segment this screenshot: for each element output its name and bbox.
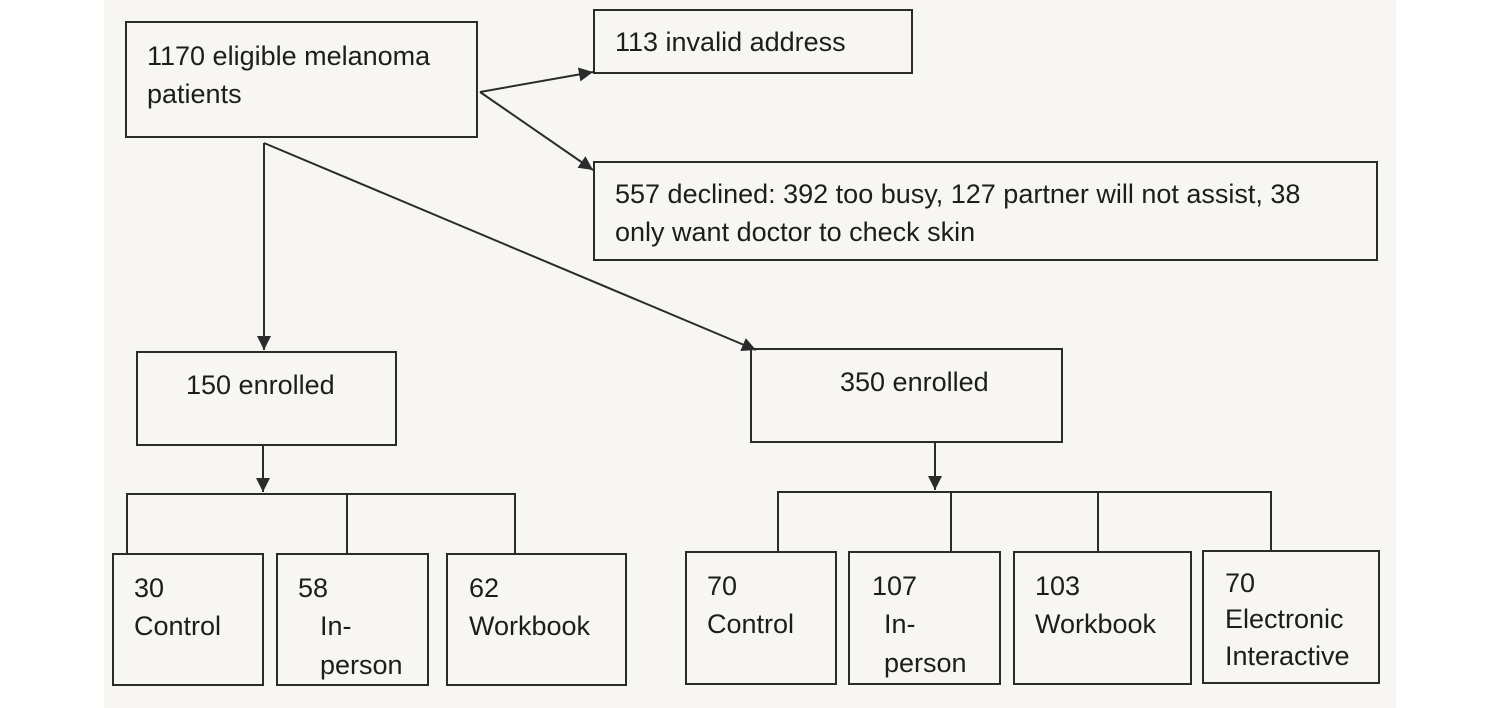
enrolled-150-box: 150 enrolled [136, 351, 397, 446]
arrow-to-350-enrolled [263, 142, 757, 352]
group-150-workbook: 62 Workbook [446, 553, 627, 686]
enrolled-150-label: 150 enrolled [186, 370, 335, 400]
group-count: 107 [872, 571, 918, 601]
invalid-address-box: 113 invalid address [593, 9, 913, 74]
enrolled-350-label: 350 enrolled [840, 367, 989, 397]
enrolled-350-box: 350 enrolled [750, 348, 1063, 443]
group-count: 30 [134, 573, 165, 603]
group-name: In- person [320, 611, 403, 680]
group-350-control: 70 Control [685, 551, 837, 685]
group-name: Control [134, 611, 222, 642]
invalid-address-label: 113 invalid address [615, 27, 846, 57]
group-350-inperson: 107 In- person [848, 551, 1001, 685]
group-350-electronic-interactive: 70 Electronic Interactive [1202, 550, 1380, 684]
group-count: 103 [1035, 571, 1081, 601]
group-name: Workbook [1035, 609, 1157, 640]
group-name: Workbook [469, 611, 591, 642]
group-150-control: 30 Control [112, 553, 264, 686]
declined-label: 557 declined: 392 too busy, 127 partner … [615, 179, 1301, 248]
group-350-workbook: 103 Workbook [1013, 551, 1192, 685]
arrow-to-invalid-address [479, 67, 594, 93]
split-bracket-350 [777, 491, 1272, 551]
group-count: 58 [298, 573, 329, 603]
eligible-patients-box: 1170 eligible melanoma patients [125, 21, 478, 138]
arrow-to-declined [479, 91, 594, 171]
group-count: 70 [1225, 568, 1256, 598]
declined-box: 557 declined: 392 too busy, 127 partner … [593, 161, 1378, 261]
group-name: Control [707, 609, 795, 640]
group-name: In- person [884, 609, 967, 678]
split-bracket-150 [126, 493, 516, 553]
group-count: 70 [707, 571, 738, 601]
group-150-inperson: 58 In- person [276, 553, 429, 686]
eligible-patients-label: 1170 eligible melanoma patients [147, 41, 431, 110]
group-count: 62 [469, 573, 500, 603]
group-name: Electronic Interactive [1225, 604, 1350, 671]
